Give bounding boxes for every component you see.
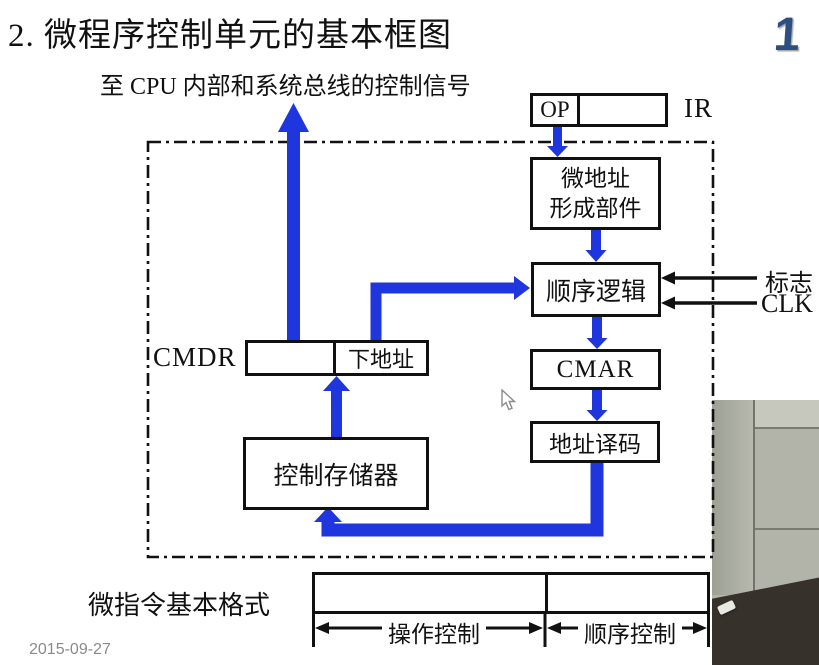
- clk-input-arrow: [661, 296, 757, 310]
- cmdr-control-field: [248, 343, 336, 373]
- flag-input-label: 标志: [765, 271, 813, 297]
- video-overlay: [712, 400, 819, 665]
- cmdr-next-addr-field: 下地址: [347, 347, 414, 372]
- format-box-divider: [545, 575, 548, 611]
- clk-input-label: CLK: [761, 289, 813, 318]
- addr-decoder-box: 地址译码: [530, 421, 660, 463]
- arrow-control-signals-up: [278, 103, 309, 341]
- format-box: [312, 572, 710, 614]
- arrow-seq-logic-to-cmar: [586, 316, 608, 349]
- ir-register-label: IR: [684, 93, 713, 123]
- cmar-box: CMAR: [530, 349, 661, 390]
- video-wall-seam-vertical: [753, 400, 755, 592]
- op-control-label: 操作控制: [382, 615, 486, 649]
- mouse-cursor-icon: [501, 389, 517, 411]
- video-wall-top-panel: [755, 400, 819, 427]
- control-signals-label: 至 CPU 内部和系统总线的控制信号: [100, 74, 471, 100]
- slide-title: 2. 微程序控制单元的基本框图: [8, 18, 452, 54]
- cmdr-register: 下地址: [245, 340, 429, 376]
- format-dimension-lines: [312, 613, 710, 647]
- video-wall-seam-horizontal-1: [755, 427, 819, 429]
- micro-addr-unit-line1: 微地址: [561, 165, 630, 191]
- dashed-boundary-box: [146, 140, 715, 559]
- arrow-micro-addr-to-seq-logic: [585, 229, 607, 262]
- arrow-ir-to-micro-addr-unit: [547, 126, 568, 157]
- sequence-logic-box: 顺序逻辑: [531, 262, 661, 317]
- arrow-control-memory-to-cmdr: [323, 376, 350, 437]
- micro-addr-unit-box: 微地址 形成部件: [530, 157, 661, 230]
- control-memory-box: 控制存储器: [243, 437, 429, 510]
- video-wall-left-panel: [712, 400, 753, 595]
- arrow-cmar-to-addr-decoder: [586, 389, 608, 421]
- arrow-addr-decoder-to-control-memory: [314, 462, 604, 537]
- page-number-watermark: 1: [772, 7, 802, 60]
- seq-control-label: 顺序控制: [578, 615, 682, 649]
- ir-register: OP: [530, 93, 668, 127]
- video-wall-seam-horizontal-2: [755, 528, 819, 530]
- micro-addr-unit-line2: 形成部件: [549, 195, 642, 221]
- flag-input-arrow: [661, 271, 757, 285]
- cmdr-register-label: CMDR: [153, 342, 237, 372]
- format-section-label: 微指令基本格式: [88, 591, 271, 620]
- date-stamp: 2015-09-27: [29, 641, 111, 658]
- arrow-next-addr-to-seq-logic: [370, 276, 530, 340]
- ir-op-field: OP: [533, 96, 580, 124]
